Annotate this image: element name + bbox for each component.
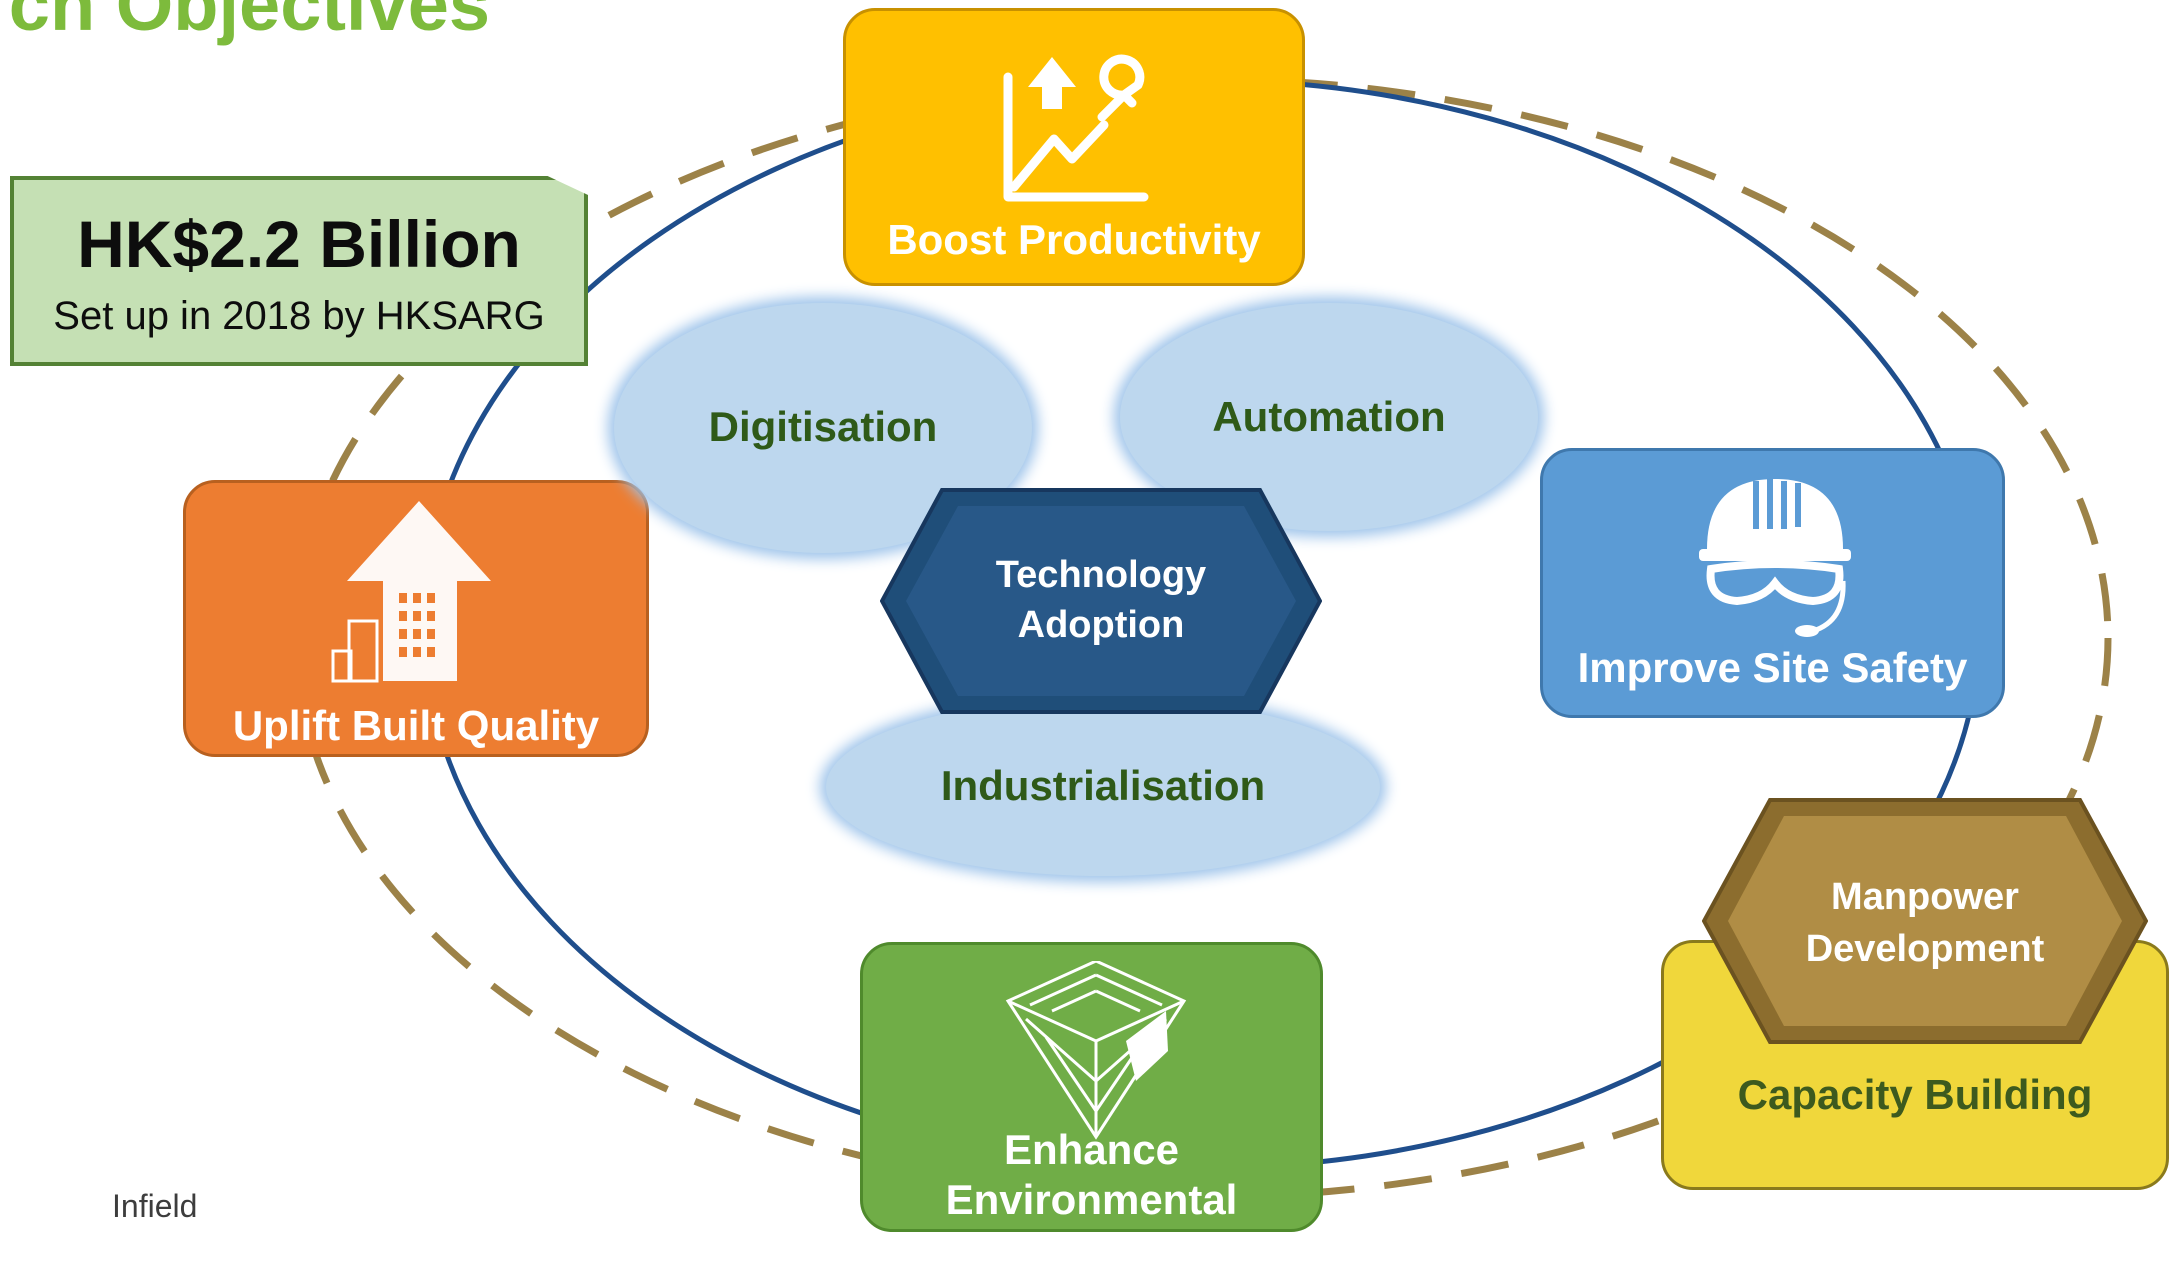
building-arrow-icon: [331, 501, 491, 683]
uplift-built-quality-label: Uplift Built Quality: [232, 702, 600, 749]
fund-callout-box: [10, 176, 588, 366]
boost-productivity-label: Boost Productivity: [887, 216, 1261, 263]
fund-callout: HK$2.2 Billion Set up in 2018 by HKSARG: [10, 176, 588, 366]
enhance-environmental-performance-label: Enhance Environmental Performance: [945, 1126, 1238, 1273]
footer-fragment: Infield: [112, 1188, 198, 1224]
hard-hat-goggles-icon: [1699, 479, 1851, 637]
technology-adoption-hexagon: Technology Adoption: [880, 486, 1322, 716]
improve-site-safety-label: Improve Site Safety: [1577, 644, 1968, 691]
pillar-industrialisation: Industrialisation: [826, 698, 1380, 876]
manpower-development-hexagon: Manpower Development: [1702, 796, 2148, 1046]
hexagon-shape: [880, 488, 1322, 714]
objective-improve-site-safety: Improve Site Safety: [1540, 448, 2005, 718]
objective-uplift-built-quality: Uplift Built Quality: [183, 480, 649, 757]
technology-label: Technology: [995, 554, 1207, 596]
digitisation-label: Digitisation: [708, 403, 938, 450]
chart-wrench-icon: [1003, 54, 1149, 202]
fund-amount: HK$2.2 Billion: [77, 207, 521, 281]
adoption-label: Adoption: [1017, 604, 1185, 646]
capacity-building-label: Capacity Building: [1737, 1071, 2093, 1118]
fund-subtitle: Set up in 2018 by HKSARG: [53, 294, 545, 338]
development-label: Development: [1805, 928, 2045, 970]
objective-enhance-environmental-performance: Enhance Environmental Performance: [860, 942, 1323, 1273]
outer-dashed-ring: [292, 75, 2112, 1201]
page-title: rch Objectives: [0, 0, 491, 46]
automation-label: Automation: [1212, 393, 1446, 440]
industrialisation-label: Industrialisation: [940, 762, 1266, 809]
green-cube-icon: [1005, 961, 1187, 1140]
objective-boost-productivity: Boost Productivity: [843, 8, 1305, 286]
hexagon-shape: [1702, 798, 2148, 1044]
manpower-label: Manpower: [1831, 876, 2019, 918]
